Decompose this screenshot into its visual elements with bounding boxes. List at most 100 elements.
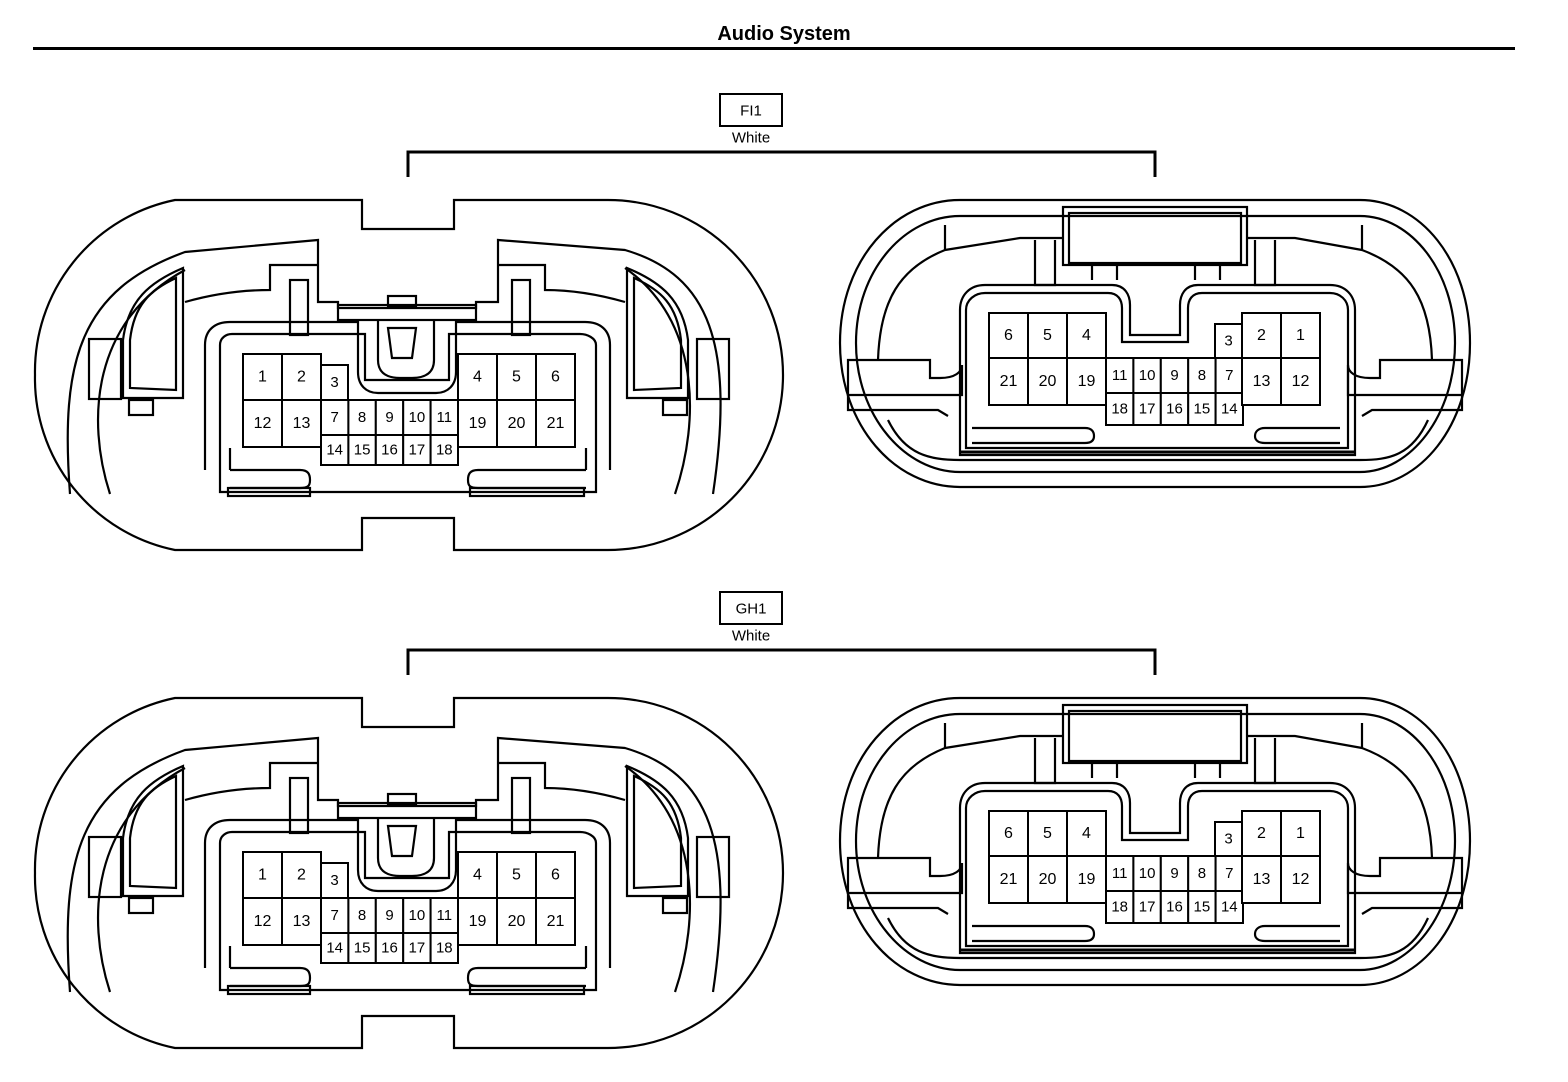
pin-number: 20 bbox=[1039, 871, 1057, 888]
top-lock bbox=[1061, 205, 1249, 267]
pin-cavity: 16 bbox=[1159, 392, 1190, 426]
pin-number: 7 bbox=[331, 409, 339, 426]
pin-cavity: 14 bbox=[1214, 890, 1244, 924]
connector-body-inner bbox=[854, 214, 1457, 474]
pin-cavity: 20 bbox=[1027, 855, 1068, 904]
pin-number: 13 bbox=[1253, 373, 1271, 390]
inner-arc bbox=[876, 236, 1063, 361]
pin-cavity: 21 bbox=[988, 357, 1029, 406]
pin-cavity: 14 bbox=[320, 434, 350, 466]
pin-cavity: 20 bbox=[496, 399, 537, 448]
pin-number: 14 bbox=[326, 940, 343, 957]
pin-cavity: 19 bbox=[457, 897, 498, 946]
lock-tab bbox=[128, 276, 178, 392]
side-latch bbox=[846, 395, 949, 417]
inner-arc bbox=[1248, 236, 1434, 361]
pin-number: 20 bbox=[508, 415, 526, 432]
pin-number: 1 bbox=[258, 867, 267, 884]
pin-housing-inner bbox=[964, 291, 1350, 450]
pin-cavity: 7 bbox=[1214, 855, 1244, 892]
pin-cell bbox=[1214, 392, 1244, 426]
pin-cavity: 2 bbox=[1241, 810, 1282, 857]
pin-cell bbox=[1214, 323, 1243, 359]
pin-cavity: 3 bbox=[1214, 821, 1243, 857]
pin-cavity: 21 bbox=[535, 897, 576, 946]
pin-cavity: 2 bbox=[281, 353, 322, 401]
pin-cavity: 9 bbox=[374, 897, 405, 934]
bracket bbox=[406, 150, 1157, 177]
pin-number: 9 bbox=[1170, 367, 1178, 384]
post bbox=[288, 278, 310, 337]
pin-number: 6 bbox=[1004, 825, 1013, 842]
pin-number: 1 bbox=[1296, 825, 1305, 842]
title-rule bbox=[33, 47, 1515, 50]
pin-cell bbox=[1280, 810, 1321, 857]
lock-tab bbox=[632, 276, 683, 392]
keyway bbox=[468, 486, 586, 498]
pin-number: 11 bbox=[1112, 865, 1128, 882]
pin-cavity: 9 bbox=[1159, 855, 1190, 892]
inner-arc bbox=[1248, 734, 1434, 859]
shoulder bbox=[498, 761, 626, 802]
pin-number: 12 bbox=[1292, 871, 1310, 888]
pin-cell bbox=[1132, 357, 1162, 394]
keyway bbox=[972, 924, 1096, 943]
keyway bbox=[226, 486, 312, 498]
pin-number: 14 bbox=[1221, 401, 1238, 418]
pin-cell bbox=[988, 855, 1029, 904]
pin-cavity: 17 bbox=[402, 932, 432, 964]
pin-housing bbox=[203, 818, 612, 968]
pin-cavity: 10 bbox=[402, 399, 432, 436]
pin-cavity: 6 bbox=[988, 810, 1029, 857]
pin-cell bbox=[1132, 392, 1162, 426]
latch-slot bbox=[376, 818, 436, 878]
top-lock bbox=[1090, 263, 1222, 280]
side-block bbox=[695, 337, 731, 401]
pin-number: 3 bbox=[330, 374, 338, 391]
shoulder bbox=[184, 761, 318, 802]
pin-number: 16 bbox=[1166, 899, 1183, 916]
inner-outline bbox=[66, 736, 722, 993]
pin-number: 4 bbox=[473, 867, 482, 884]
pin-number: 4 bbox=[1082, 825, 1091, 842]
connector-body bbox=[838, 198, 1472, 489]
pin-cell bbox=[1187, 855, 1217, 892]
pin-cell bbox=[457, 353, 498, 401]
pin-number: 6 bbox=[1004, 327, 1013, 344]
connector-body bbox=[33, 696, 785, 1050]
inner-arc bbox=[943, 225, 1364, 250]
lock-tab bbox=[625, 764, 690, 898]
side-latch bbox=[1361, 893, 1464, 915]
pin-cavity: 7 bbox=[1214, 357, 1244, 394]
top-lock bbox=[1067, 211, 1243, 265]
side-latch bbox=[1361, 395, 1464, 417]
pin-cavity: 5 bbox=[1027, 810, 1068, 857]
pin-cell bbox=[1066, 357, 1107, 406]
pin-number: 3 bbox=[330, 872, 338, 889]
pin-housing-inner bbox=[218, 830, 598, 992]
connector-color: White bbox=[732, 130, 770, 147]
top-lock bbox=[1090, 761, 1222, 778]
post bbox=[510, 776, 532, 835]
pin-number: 13 bbox=[293, 415, 311, 432]
pin-cell bbox=[1214, 821, 1243, 857]
pin-cell bbox=[1187, 357, 1217, 394]
pin-cell bbox=[1280, 312, 1321, 359]
side-block bbox=[87, 337, 123, 401]
pin-cavity: 2 bbox=[1241, 312, 1282, 359]
connector-code-box bbox=[719, 93, 783, 127]
pin-number: 7 bbox=[1225, 367, 1233, 384]
pin-cell bbox=[429, 932, 460, 964]
pin-number: 19 bbox=[1078, 373, 1096, 390]
pin-cavity: 15 bbox=[1187, 392, 1217, 426]
pin-cell bbox=[535, 399, 576, 448]
pin-cavity: 1 bbox=[1280, 810, 1321, 857]
pin-cavity: 12 bbox=[1280, 855, 1321, 904]
pin-cavity: 5 bbox=[1027, 312, 1068, 359]
pin-cavity: 18 bbox=[429, 434, 460, 466]
pin-cavity: 11 bbox=[1105, 357, 1135, 394]
latch-bar bbox=[386, 294, 418, 308]
